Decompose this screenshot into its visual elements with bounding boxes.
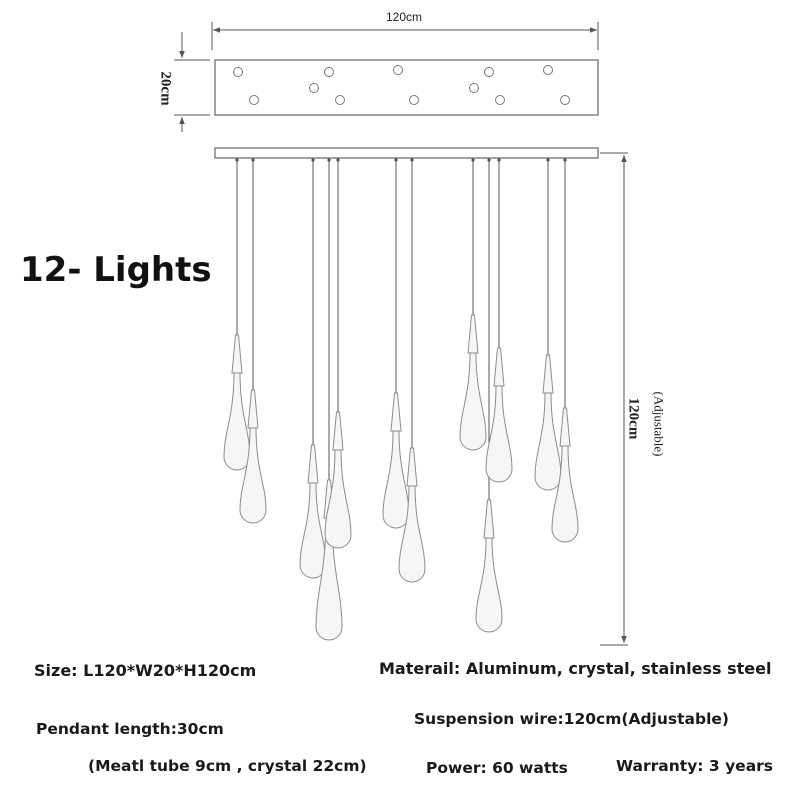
- crystal-drop: [485, 385, 513, 483]
- spec-pendant-length: Pendant length:30cm: [36, 720, 224, 738]
- metal-tube: [390, 392, 402, 432]
- pendant-1: [223, 158, 251, 471]
- canopy-holes: [233, 65, 570, 105]
- spec-material: Materail: Aluminum, crystal, stainless s…: [379, 659, 772, 678]
- pendant-3: [299, 158, 327, 579]
- small-circle-icon: [469, 83, 479, 93]
- metal-tube: [559, 407, 571, 447]
- top-length-label: 120cm: [386, 10, 423, 24]
- wire-mount: [394, 158, 398, 162]
- metal-tube: [247, 389, 259, 429]
- spec-power: Power: 60 watts: [426, 759, 568, 777]
- crystal-drop: [315, 517, 343, 641]
- small-circle-icon: [309, 83, 319, 93]
- metal-tube: [332, 411, 344, 451]
- pendant-10: [485, 158, 513, 483]
- wire-mount: [327, 158, 331, 162]
- crystal-drop: [534, 392, 562, 491]
- lights-count-heading: 12- Lights: [20, 250, 212, 290]
- small-circle-icon: [543, 65, 553, 75]
- pendant-5: [324, 158, 352, 549]
- wire-mount: [311, 158, 315, 162]
- crystal-drop: [223, 372, 251, 471]
- crystal-drop: [475, 537, 503, 633]
- wire-mount: [410, 158, 414, 162]
- metal-tube: [542, 354, 554, 394]
- small-circle-icon: [393, 65, 403, 75]
- top-width-label: 20cm: [157, 71, 174, 106]
- canopy-top-view: [214, 59, 599, 116]
- metal-tube: [307, 444, 319, 484]
- pendant-2: [239, 158, 267, 524]
- height-dimension: [600, 152, 628, 646]
- pendant-8: [459, 158, 487, 451]
- metal-tube: [483, 499, 495, 539]
- crystal-drop: [398, 485, 426, 583]
- crystal-drop: [382, 430, 410, 529]
- small-circle-icon: [484, 67, 494, 77]
- wire-mount: [497, 158, 501, 162]
- height-note-label: (Adjustable): [651, 391, 667, 457]
- metal-tube: [406, 447, 418, 487]
- spec-warranty: Warranty: 3 years: [616, 757, 774, 775]
- width-dimension: [174, 32, 210, 132]
- wire-mount: [251, 158, 255, 162]
- wire-mount: [487, 158, 491, 162]
- wire-mount: [471, 158, 475, 162]
- crystal-drop: [324, 449, 352, 549]
- wire-mount: [336, 158, 340, 162]
- wire-mount: [563, 158, 567, 162]
- small-circle-icon: [249, 95, 259, 105]
- length-dimension: [211, 22, 599, 50]
- crystal-drop: [459, 352, 487, 451]
- pendant-7: [398, 158, 426, 583]
- small-circle-icon: [495, 95, 505, 105]
- metal-tube: [493, 347, 505, 387]
- wire-mount: [235, 158, 239, 162]
- crystal-drop: [239, 427, 267, 524]
- small-circle-icon: [233, 67, 243, 77]
- small-circle-icon: [560, 95, 570, 105]
- small-circle-icon: [324, 67, 334, 77]
- metal-tube: [467, 314, 479, 354]
- spec-size: Size: L120*W20*H120cm: [34, 661, 257, 680]
- crystal-drop: [299, 482, 327, 579]
- spec-suspension-wire: Suspension wire:120cm(Adjustable): [414, 710, 729, 728]
- small-circle-icon: [335, 95, 345, 105]
- crystal-drop: [551, 445, 579, 543]
- spec-tube-crystal: (Meatl tube 9cm , crystal 22cm): [88, 757, 367, 775]
- small-circle-icon: [409, 95, 419, 105]
- canopy-side-view: [214, 147, 599, 159]
- pendant-12: [551, 158, 579, 543]
- pendant-lights: [223, 158, 579, 641]
- wire-mount: [546, 158, 550, 162]
- pendant-11: [534, 158, 562, 491]
- metal-tube: [231, 334, 243, 374]
- pendant-6: [382, 158, 410, 529]
- height-label: 120cm: [625, 397, 642, 440]
